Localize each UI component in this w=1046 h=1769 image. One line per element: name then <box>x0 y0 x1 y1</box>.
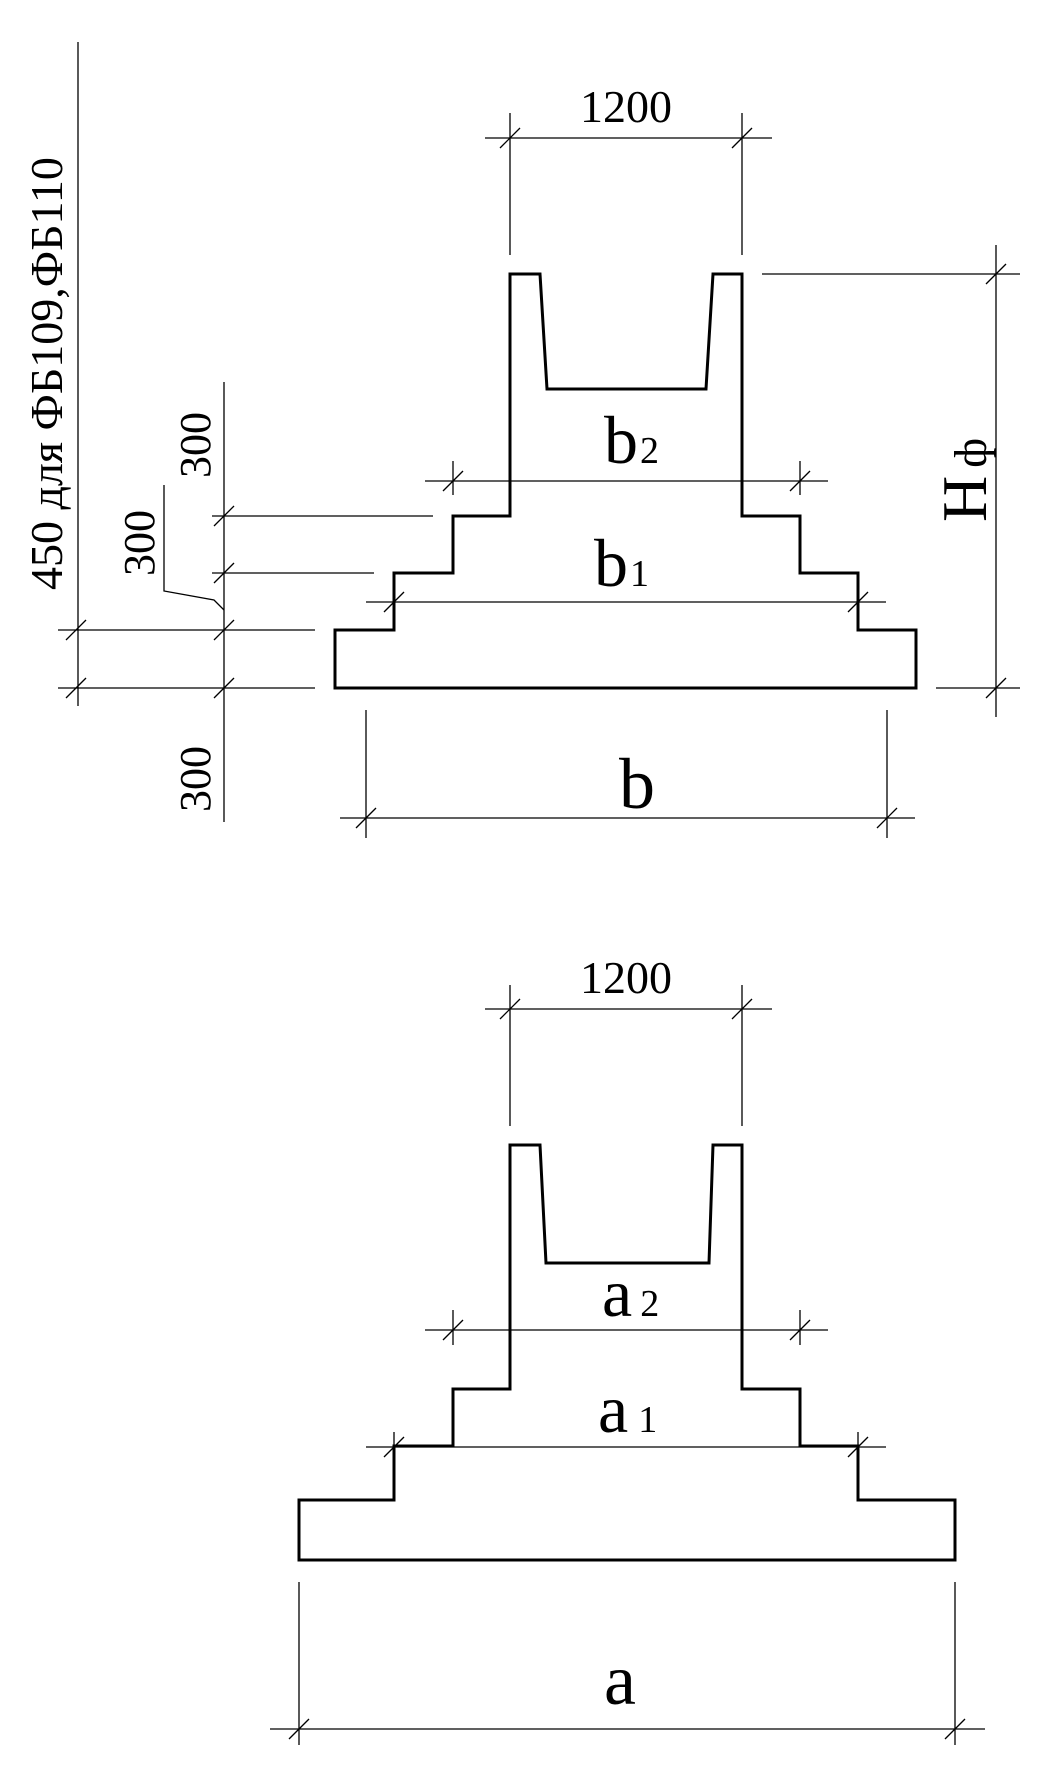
label-step-base: 300 <box>171 746 220 812</box>
dim-top-width-b <box>485 113 772 255</box>
label-b: b <box>619 744 655 824</box>
dim-height-hf <box>762 245 1020 717</box>
svg-text:300: 300 <box>115 510 164 576</box>
dim-b1 <box>366 588 886 622</box>
label-step-upper: 300 <box>171 412 220 478</box>
dim-a1 <box>366 1432 886 1466</box>
vertical-note: 450 для ФБ109,ФБ110 <box>21 157 72 590</box>
dim-top-width-a <box>485 985 772 1126</box>
dim-step-heights <box>58 382 433 822</box>
label-b2: b2 <box>604 402 659 478</box>
svg-text:300: 300 <box>171 412 220 478</box>
svg-text:Hф: Hф <box>929 438 1000 522</box>
svg-text:450 для ФБ109,ФБ110: 450 для ФБ109,ФБ110 <box>21 157 72 590</box>
dim-a <box>270 1582 985 1745</box>
foundation-outline-a <box>297 1143 957 1562</box>
label-height-hf: Hф <box>929 438 1000 522</box>
dim-top-width-a-label: 1200 <box>580 952 672 1003</box>
dim-a2 <box>425 1310 828 1345</box>
label-b1: b1 <box>594 525 649 601</box>
label-a: a <box>604 1640 636 1720</box>
dim-b2 <box>425 461 828 495</box>
label-step-middle: 300 <box>115 510 164 576</box>
svg-text:300: 300 <box>171 746 220 812</box>
section-b: 1200 b2 b1 b <box>21 42 1020 838</box>
dim-b <box>340 710 915 838</box>
dim-top-width-b-label: 1200 <box>580 81 672 132</box>
